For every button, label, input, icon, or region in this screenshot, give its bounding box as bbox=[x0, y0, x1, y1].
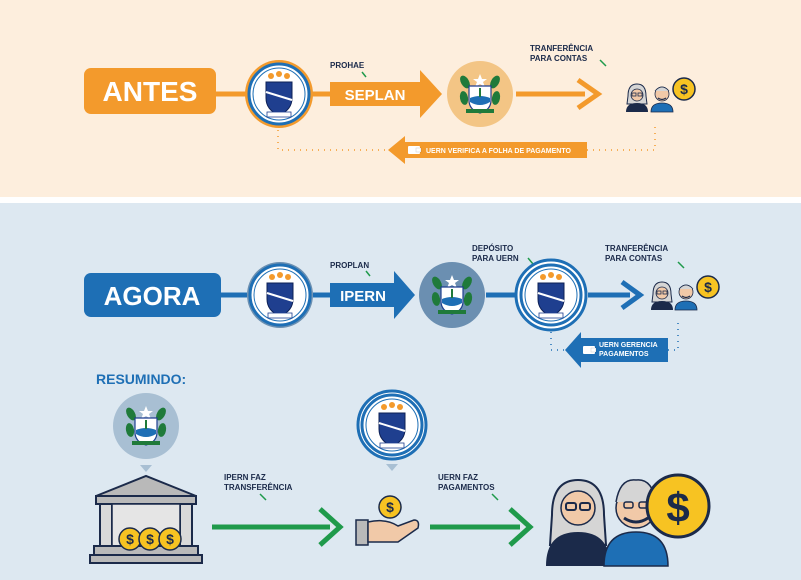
antes-return-text: UERN VERIFICA A FOLHA DE PAGAMENTO bbox=[426, 148, 571, 155]
agora-pointer-1 bbox=[365, 270, 371, 277]
agora-label-top: PROPLAN bbox=[330, 261, 369, 270]
money-icon bbox=[672, 77, 696, 101]
resumo-arrow-1-head bbox=[318, 507, 344, 547]
people-icon bbox=[650, 281, 674, 311]
antes-pointer-2 bbox=[599, 59, 607, 67]
antes-badge-text: ANTES bbox=[103, 76, 198, 107]
antes-transfer-line2: PARA CONTAS bbox=[530, 54, 588, 63]
resumo-pointer-2 bbox=[491, 493, 499, 501]
resumo-pointer-1 bbox=[259, 493, 267, 501]
agora-deposit-line2: PARA UERN bbox=[472, 254, 519, 263]
antes-return-arrow bbox=[388, 136, 587, 164]
agora-transfer-arrowhead bbox=[620, 279, 645, 311]
resumo-arrow-2-head bbox=[508, 507, 534, 547]
money-icon bbox=[378, 495, 402, 519]
agora-ipern-arrow bbox=[330, 271, 415, 319]
agora-arrow-text: IPERN bbox=[340, 288, 386, 305]
money-icon bbox=[138, 527, 162, 551]
uern-seal-icon bbox=[247, 62, 311, 126]
agora-transfer-line1: TRANFERÊNCIA bbox=[605, 244, 668, 253]
resumo-step1-line2: TRANSFERÊNCIA bbox=[224, 483, 293, 492]
antes-pointer-1 bbox=[361, 71, 367, 78]
money-icon bbox=[158, 527, 182, 551]
resumo-step1-line1: IPERN FAZ bbox=[224, 473, 266, 482]
resumindo-heading: RESUMINDO: bbox=[96, 371, 186, 387]
resumo-step2-line2: PAGAMENTOS bbox=[438, 483, 495, 492]
resumo-seal-pointer bbox=[386, 464, 398, 471]
hand-coin-icon bbox=[355, 519, 420, 546]
agora-return-line1: UERN GERENCIA bbox=[599, 342, 658, 349]
antes-return-dots-left bbox=[277, 130, 387, 151]
antes-transfer-arrowhead bbox=[576, 77, 603, 111]
antes-arrow-text: SEPLAN bbox=[345, 87, 406, 104]
agora-pointer-2 bbox=[527, 257, 534, 265]
money-icon: $ bbox=[645, 473, 711, 539]
uern-seal-icon bbox=[519, 263, 583, 327]
antes-label-top: PROHAE bbox=[330, 61, 365, 70]
uern-seal-icon bbox=[248, 263, 312, 327]
people-icon bbox=[546, 478, 610, 566]
people-icon bbox=[625, 83, 649, 113]
agora-deposit-line1: DEPÓSITO bbox=[472, 244, 513, 253]
wallet-icon bbox=[582, 345, 597, 355]
agora-return-dots-left bbox=[550, 332, 565, 351]
antes-transfer-line1: TRANFERÊNCIA bbox=[530, 44, 593, 53]
agora-return-line2: PAGAMENTOS bbox=[599, 351, 649, 358]
antes-seplan-arrow bbox=[330, 70, 442, 118]
antes-return-dots-right bbox=[587, 125, 656, 151]
svg-text:$: $ bbox=[666, 484, 689, 531]
uern-seal-icon bbox=[360, 393, 424, 457]
agora-badge bbox=[84, 273, 221, 317]
people-icon bbox=[603, 479, 669, 567]
resumo-crest-pointer bbox=[140, 465, 152, 472]
antes-badge bbox=[84, 68, 216, 114]
section-divider bbox=[0, 197, 801, 203]
money-icon bbox=[696, 275, 720, 299]
agora-badge-text: AGORA bbox=[104, 281, 201, 311]
agora-return-arrow bbox=[565, 332, 668, 368]
agora-transfer-line2: PARA CONTAS bbox=[605, 254, 663, 263]
wallet-icon bbox=[407, 145, 422, 155]
resumo-step2-line1: UERN FAZ bbox=[438, 473, 478, 482]
agora-pointer-3 bbox=[677, 261, 685, 269]
money-icon bbox=[118, 527, 142, 551]
